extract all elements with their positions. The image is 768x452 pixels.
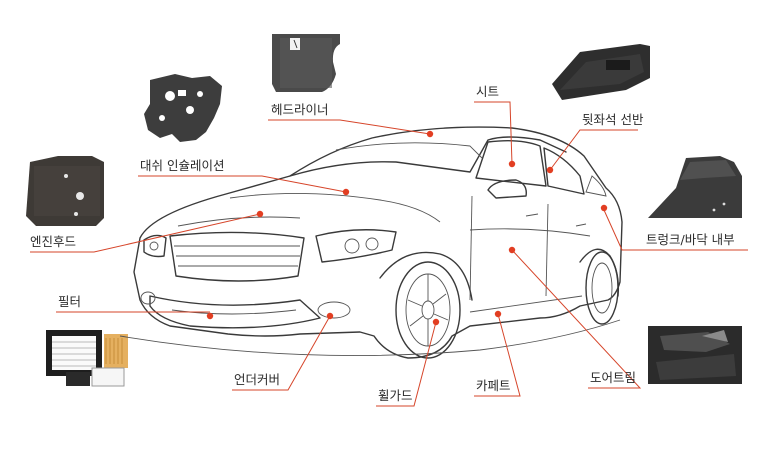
wheel-guard-marker [432, 318, 440, 326]
seat-marker [508, 160, 516, 168]
door-trim-label: 도어트림 [590, 370, 636, 385]
under-cover-label: 언더커버 [234, 372, 280, 387]
dash-insulation-label: 대쉬 인슐레이션 [140, 158, 224, 173]
dash-insulation-marker [342, 188, 350, 196]
rear-shelf-marker [546, 166, 554, 174]
rear-shelf-photo [552, 44, 650, 100]
filter-label: 필터 [58, 294, 81, 309]
engine-hood-label: 엔진후드 [30, 234, 76, 249]
rear-shelf-label: 뒷좌석 선반 [582, 112, 644, 127]
engine-hood-marker [256, 210, 264, 218]
dash-insulation-photo [144, 74, 222, 142]
car-illustration [119, 126, 623, 359]
filter-photo [46, 330, 128, 387]
headliner-marker [426, 130, 434, 138]
headliner-label: 헤드라이너 [271, 102, 329, 117]
wheel-guard-label: 휠가드 [378, 388, 413, 403]
door-trim-photo [648, 326, 742, 384]
filter-marker [206, 312, 214, 320]
headliner-photo [272, 34, 340, 92]
seat-label: 시트 [476, 84, 499, 99]
engine-hood-photo [26, 156, 104, 226]
trunk-floor-photo [648, 156, 742, 218]
trunk-floor-marker [600, 204, 608, 212]
under-cover-marker [326, 312, 334, 320]
part-labels: 헤드라이너 대쉬 인슐레이션 엔진후드 필터 언더커버 휠가드 카페트 도어트림… [30, 84, 735, 403]
trunk-floor-label: 트렁크/바닥 내부 [646, 232, 735, 247]
door-trim-marker [508, 246, 516, 254]
carpet-label: 카페트 [476, 378, 511, 393]
leader-lines [30, 101, 748, 407]
carpet-marker [494, 310, 502, 318]
